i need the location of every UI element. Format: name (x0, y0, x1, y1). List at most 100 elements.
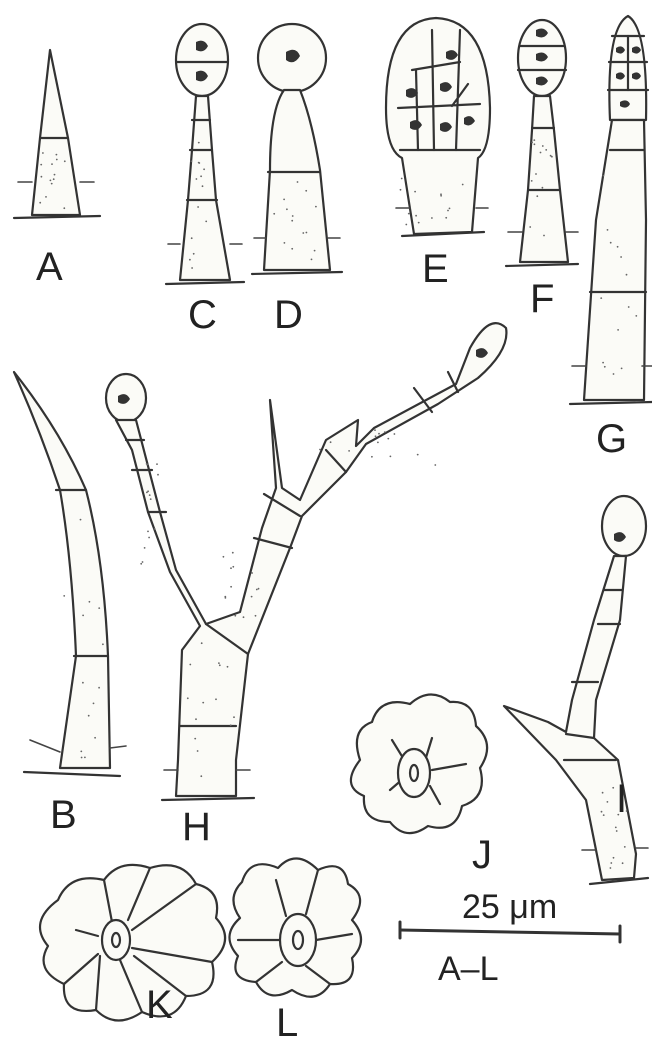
stipple-dot (535, 173, 537, 175)
stipple-dot (297, 181, 299, 183)
stipple-dot (434, 464, 436, 466)
stipple-dot (610, 862, 612, 864)
stipple-dot (89, 601, 91, 603)
stipple-dot (45, 196, 47, 198)
stipple-dot (194, 738, 196, 740)
stipple-dot (98, 687, 100, 689)
stipple-dot (291, 220, 293, 222)
stipple-dot (621, 368, 623, 370)
stipple-dot (234, 615, 236, 617)
stipple-dot (94, 737, 96, 739)
stipple-dot (612, 787, 614, 789)
stipple-dot (542, 145, 544, 147)
stipple-dot (622, 862, 624, 864)
stipple-dot (330, 441, 332, 443)
stipple-dot (542, 187, 544, 189)
stipple-dot (84, 757, 86, 759)
stipple-dot (415, 215, 417, 217)
stipple-dot (390, 456, 392, 458)
stipple-dot (80, 751, 82, 753)
stipple-dot (291, 248, 293, 250)
panel-label-e: E (422, 247, 449, 291)
stipple-dot (400, 189, 402, 191)
stipple-dot (146, 492, 148, 494)
stipple-dot (387, 438, 389, 440)
stipple-dot (601, 811, 603, 813)
stipple-dot (42, 152, 44, 154)
stipple-dot (255, 615, 257, 617)
stipple-dot (602, 792, 604, 794)
stipple-dot (51, 183, 53, 185)
stipple-dot (51, 163, 53, 165)
stipple-dot (251, 572, 253, 574)
stipple-dot (626, 274, 628, 276)
stipple-dot (41, 176, 43, 178)
stipple-dot (311, 259, 313, 261)
stipple-dot (227, 666, 229, 668)
stipple-dot (603, 814, 605, 816)
stipple-dot (149, 494, 151, 496)
stipple-dot (449, 208, 451, 210)
stipple-dot (405, 224, 407, 226)
stipple-dot (375, 435, 377, 437)
stipple-dot (531, 180, 533, 182)
stipple-dot (98, 607, 100, 609)
stipple-dot (157, 474, 159, 476)
stipple-dot (233, 716, 235, 718)
trichome-e (386, 18, 490, 236)
stipple-dot (148, 537, 150, 539)
stipple-dot (63, 207, 65, 209)
stipple-dot (202, 702, 204, 704)
stipple-dot (624, 846, 626, 848)
stipple-dot (545, 149, 547, 151)
stipple-dot (154, 528, 156, 530)
stipple-dot (215, 698, 217, 700)
panel-label-b: B (50, 793, 77, 837)
scale-bar-value: 25 μm (462, 888, 557, 926)
stipple-dot (197, 206, 199, 208)
stipple-dot (190, 160, 192, 162)
trichome-i (504, 496, 648, 884)
stoma-l (229, 858, 361, 996)
stipple-dot (616, 830, 618, 832)
stipple-dot (620, 256, 622, 258)
trichome-d (252, 24, 342, 274)
trichome-b (14, 372, 126, 776)
stipple-dot (50, 180, 52, 182)
stipple-dot (219, 664, 221, 666)
stipple-dot (243, 616, 245, 618)
stipple-dot (189, 664, 191, 666)
trichome-g (570, 16, 652, 404)
stipple-dot (56, 154, 58, 156)
panel-label-c: C (188, 293, 217, 337)
stipple-dot (196, 178, 198, 180)
stipple-dot (600, 297, 602, 299)
stipple-dot (203, 168, 205, 170)
stipple-dot (197, 750, 199, 752)
stipple-dot (292, 215, 294, 217)
stipple-dot (302, 232, 304, 234)
stipple-dot (440, 195, 442, 197)
stipple-dot (191, 237, 193, 239)
stipple-dot (628, 306, 630, 308)
stipple-dot (147, 531, 149, 533)
stipple-dot (447, 210, 449, 212)
stipple-dot (54, 174, 56, 176)
stipple-dot (534, 143, 536, 145)
stipple-dot (418, 222, 420, 224)
stipple-dot (93, 703, 95, 705)
stipple-dot (193, 253, 195, 255)
trichome-c (166, 24, 244, 284)
stipple-dot (408, 213, 410, 215)
stipple-dot (610, 867, 612, 869)
stipple-dot (284, 242, 286, 244)
stipple-dot (189, 259, 191, 261)
stipple-dot (283, 199, 285, 201)
stipple-dot (384, 431, 386, 433)
stipple-dot (615, 827, 617, 829)
stipple-dot (610, 242, 612, 244)
stoma-j (351, 694, 487, 833)
stipple-dot (401, 178, 403, 180)
stipple-dot (82, 615, 84, 617)
